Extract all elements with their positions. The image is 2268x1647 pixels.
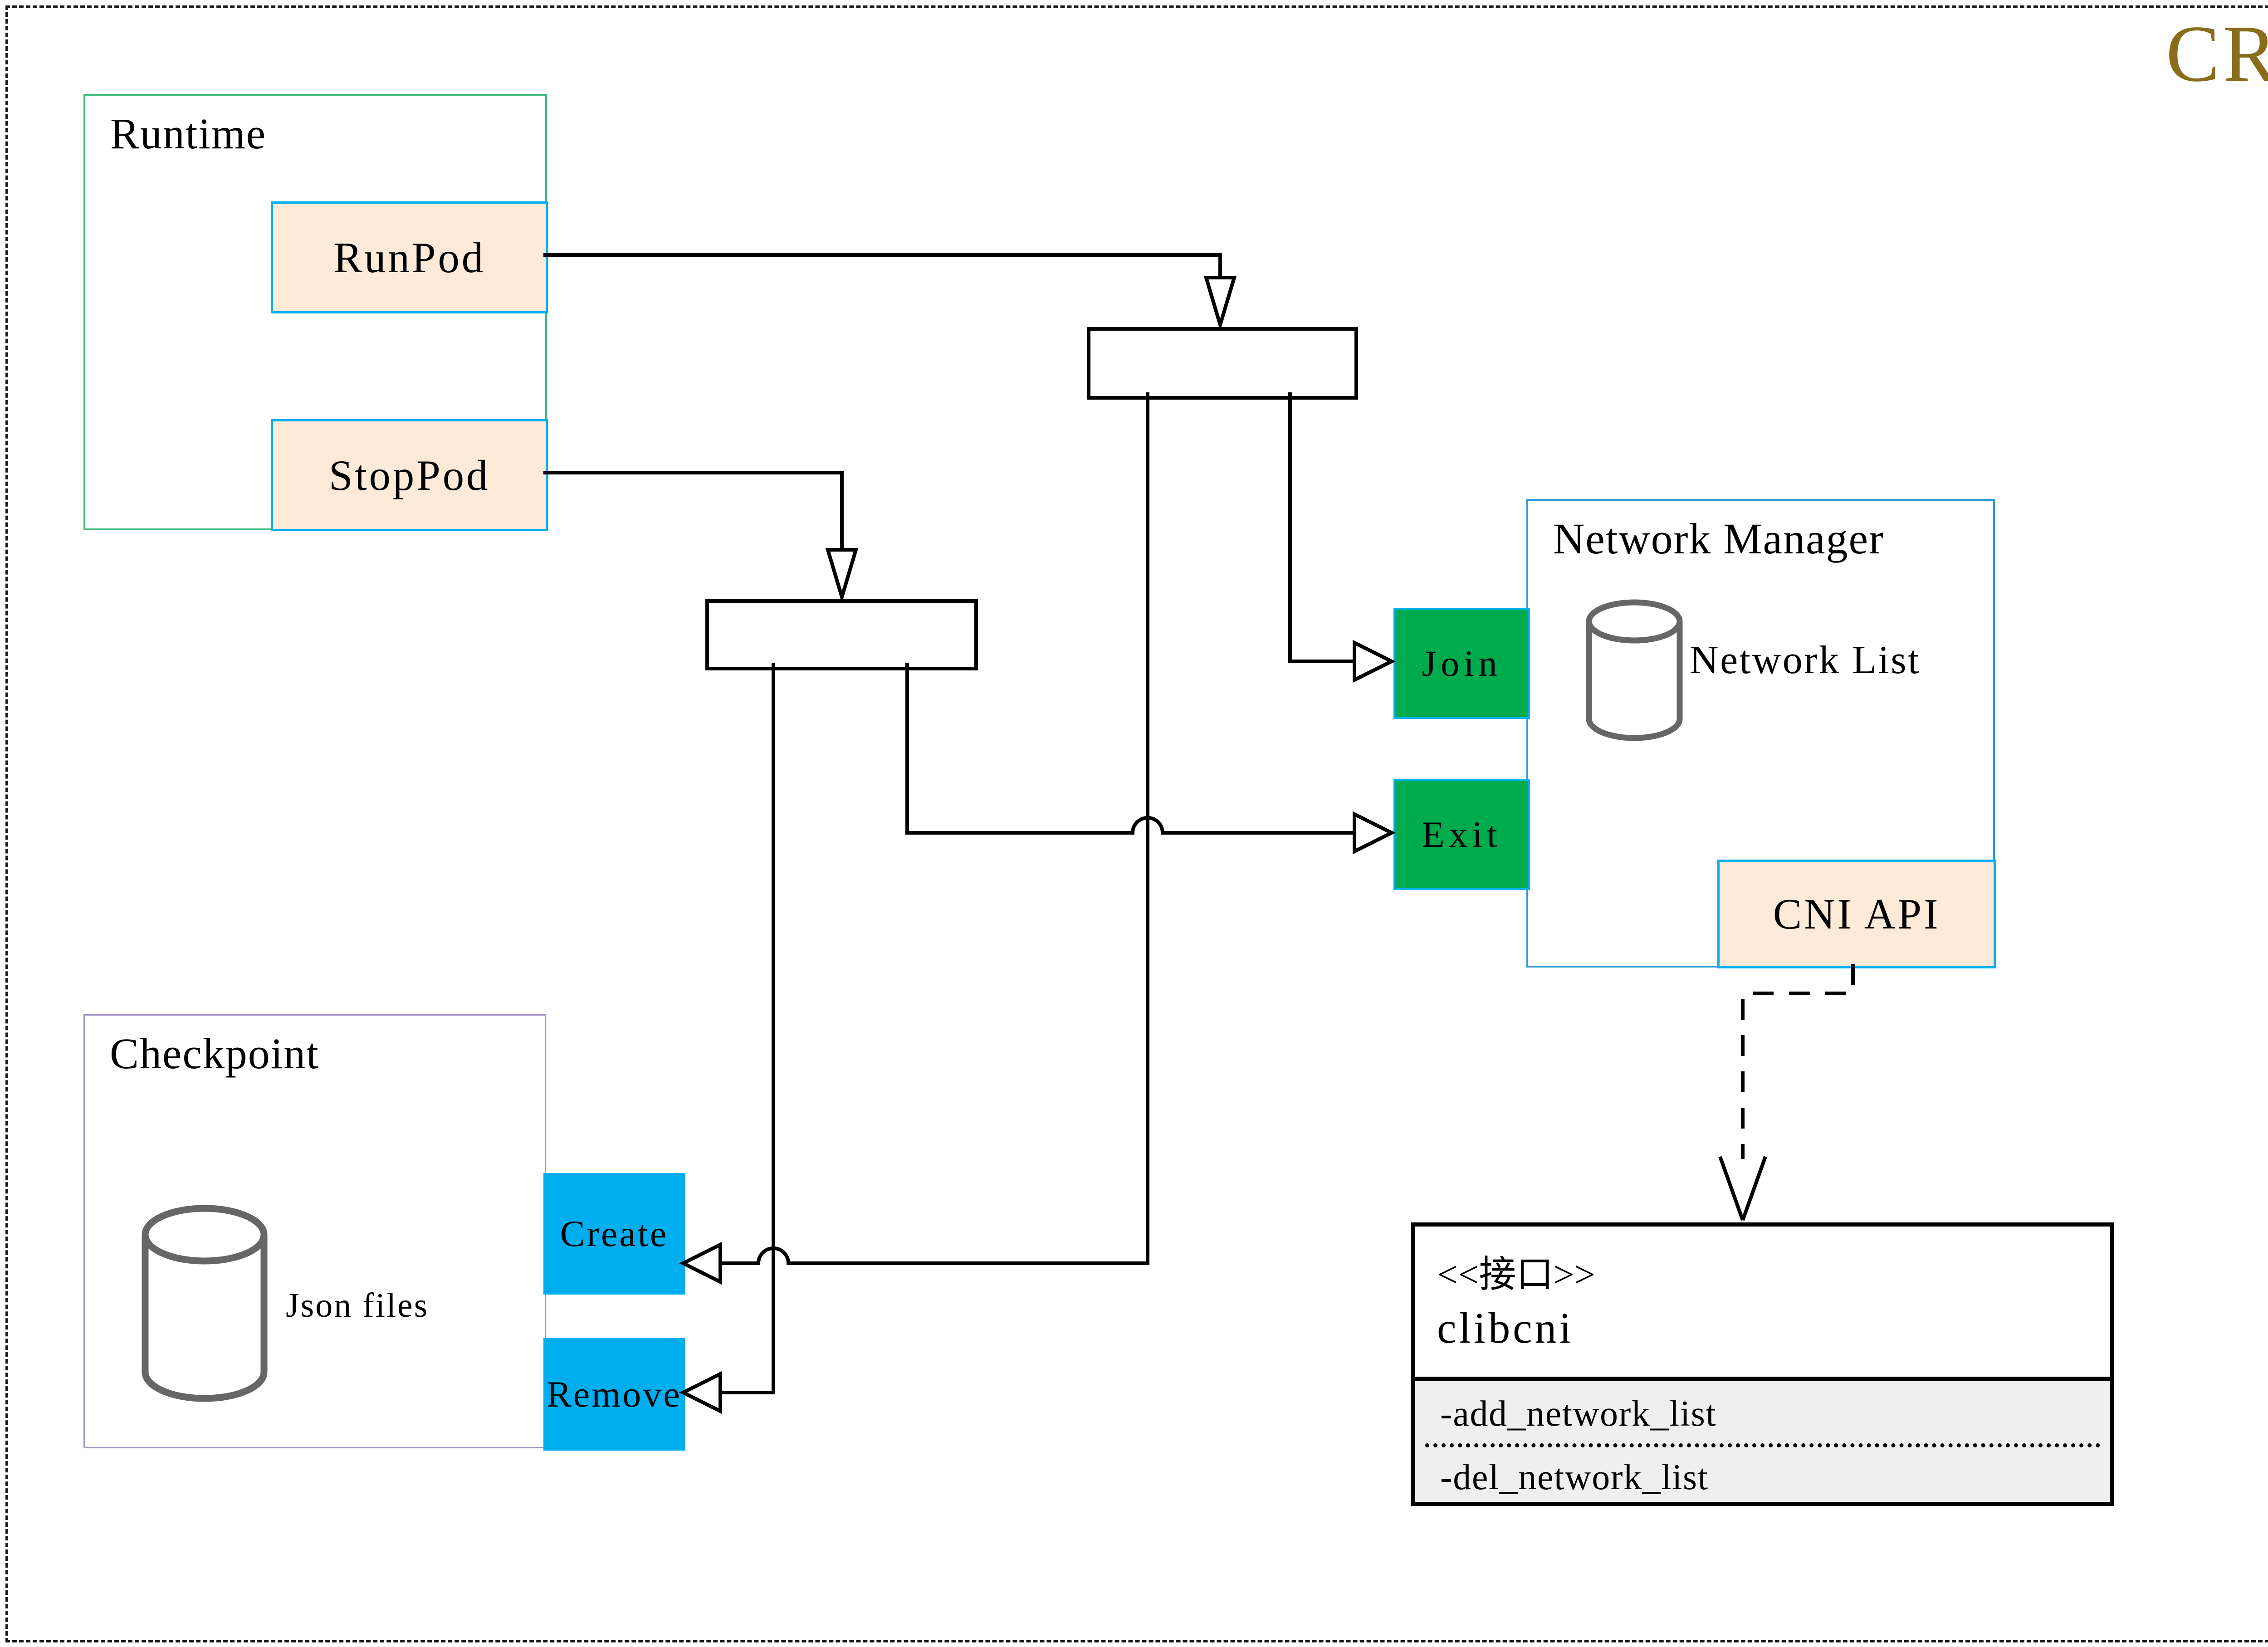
interface-stereotype: <<接口>>	[1437, 1254, 1595, 1295]
clibcni-header: <<接口>> clibcni	[1415, 1227, 2110, 1377]
network-manager-label: Network Manager	[1553, 514, 1884, 563]
json-files-database-icon	[142, 1205, 268, 1402]
cni-api-label: CNI API	[1773, 890, 1941, 938]
create-node[interactable]: Create	[543, 1173, 685, 1295]
json-files-label: Json files	[286, 1286, 429, 1324]
runpod-node[interactable]: RunPod	[271, 201, 548, 313]
method-divider	[1425, 1443, 2100, 1447]
clibcni-interface-box: <<接口>> clibcni -add_network_list -del_ne…	[1411, 1222, 2114, 1506]
join-node[interactable]: Join	[1393, 608, 1530, 719]
process-rect-lower	[705, 599, 978, 670]
clibcni-methods-section: -add_network_list -del_network_list	[1415, 1377, 2110, 1502]
method-del-network-list: -del_network_list	[1440, 1457, 1709, 1497]
checkpoint-label: Checkpoint	[110, 1029, 319, 1078]
diagram-title: CRI	[2165, 9, 2268, 98]
network-list-database-icon	[1586, 599, 1683, 741]
runtime-label: Runtime	[110, 109, 267, 158]
remove-label: Remove	[547, 1373, 682, 1415]
process-rect-upper	[1087, 327, 1358, 400]
create-label: Create	[560, 1213, 669, 1254]
method-add-network-list: -add_network_list	[1440, 1394, 1717, 1434]
outer-dashed-frame	[5, 5, 2268, 1642]
stoppod-node[interactable]: StopPod	[271, 419, 548, 531]
runpod-label: RunPod	[333, 233, 485, 282]
network-list-label: Network List	[1690, 638, 1921, 682]
exit-node[interactable]: Exit	[1393, 779, 1530, 890]
exit-label: Exit	[1422, 813, 1502, 855]
remove-node[interactable]: Remove	[543, 1338, 685, 1451]
interface-name: clibcni	[1437, 1304, 1574, 1352]
join-label: Join	[1422, 642, 1502, 684]
cni-api-node[interactable]: CNI API	[1717, 860, 1996, 968]
stoppod-label: StopPod	[328, 451, 490, 499]
